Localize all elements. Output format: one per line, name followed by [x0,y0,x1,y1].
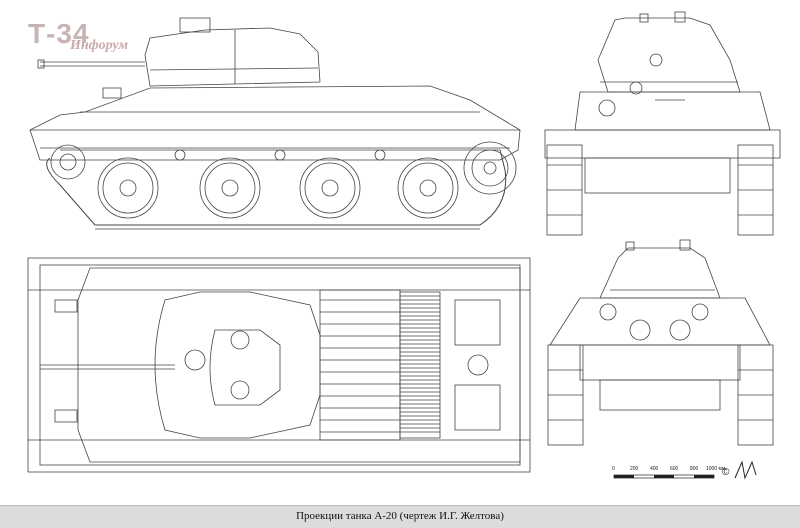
author-signature [734,460,757,480]
scale-tick-label: 0 [612,466,615,472]
scale-tick-label: 400 [650,466,659,472]
scale-bar [613,474,715,479]
logo-title: Т-34 [28,18,90,49]
caption-bar: Проекции танка А-20 (чертеж И.Г. Желтова… [0,505,800,528]
copyright-mark: © [722,467,730,478]
top-view [27,257,531,473]
scale-tick-label: 600 [670,466,679,472]
scale-tick-label: 800 [690,466,699,472]
figure-caption: Проекции танка А-20 (чертеж И.Г. Желтова… [296,510,504,522]
scale-tick-label: 1000 мм [706,466,726,472]
side-view [29,17,521,230]
front-view [544,11,781,236]
rear-view [547,239,774,446]
drawing-sheet [27,11,781,480]
scale-tick-label: 200 [630,466,639,472]
logo-subtitle: Инфорум [70,38,128,53]
